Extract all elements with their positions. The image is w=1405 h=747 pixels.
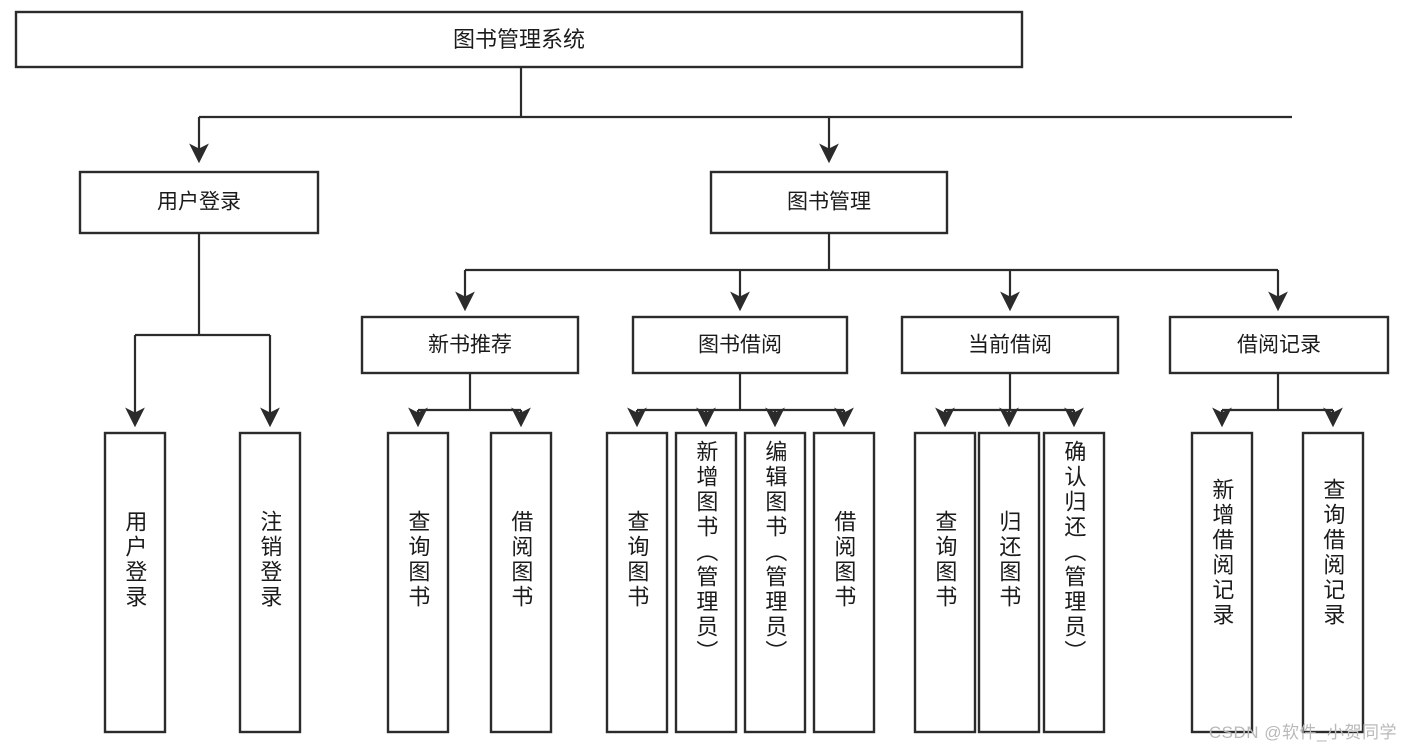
leaf-add-borrow-record[interactable]	[1190, 431, 1254, 734]
node-book-borrow-label: 图书借阅	[698, 334, 782, 357]
leaf-query-book-2[interactable]	[605, 431, 669, 734]
connector-book-management-to-level2	[455, 233, 1288, 312]
connector-new-book-to-leaves	[408, 373, 531, 428]
leaf-query-book-1[interactable]	[386, 431, 450, 734]
leaf-logout[interactable]	[238, 431, 302, 734]
leaf-edit-book-admin[interactable]	[743, 431, 807, 734]
node-book-borrow[interactable]: 图书借阅	[631, 315, 849, 375]
leaf-query-book-3[interactable]	[913, 431, 977, 734]
leaf-borrow-book-2[interactable]	[812, 431, 876, 734]
node-book-management-label: 图书管理	[787, 191, 871, 214]
node-borrow-record-label: 借阅记录	[1237, 334, 1321, 357]
leaf-user-login[interactable]	[103, 431, 167, 734]
connector-book-borrow-to-leaves	[627, 373, 854, 428]
root-node[interactable]: 图书管理系统	[14, 10, 1024, 69]
connector-root-to-level1	[189, 67, 1292, 164]
csdn-watermark: CSDN @软件_小贺同学	[1208, 723, 1397, 742]
leaf-borrow-book-1[interactable]	[489, 431, 553, 734]
node-borrow-record[interactable]: 借阅记录	[1168, 315, 1390, 375]
node-current-borrow-label: 当前借阅	[968, 334, 1052, 357]
leaf-confirm-return-admin[interactable]	[1042, 431, 1106, 734]
connector-current-borrow-to-leaves	[935, 373, 1084, 428]
node-new-book-recommend-label: 新书推荐	[428, 334, 512, 357]
node-current-borrow[interactable]: 当前借阅	[900, 315, 1120, 375]
leaf-return-book[interactable]	[977, 431, 1041, 734]
leaf-add-book-admin[interactable]	[674, 431, 738, 734]
connector-user-login-to-leaves	[125, 233, 280, 428]
node-user-login-label: 用户登录	[157, 191, 241, 214]
connector-borrow-record-to-leaves	[1212, 373, 1343, 428]
node-user-login[interactable]: 用户登录	[78, 170, 320, 235]
root-node-label: 图书管理系统	[453, 27, 585, 52]
leaf-query-borrow-record[interactable]	[1301, 431, 1365, 734]
node-book-management[interactable]: 图书管理	[709, 170, 949, 235]
node-new-book-recommend[interactable]: 新书推荐	[360, 315, 580, 375]
